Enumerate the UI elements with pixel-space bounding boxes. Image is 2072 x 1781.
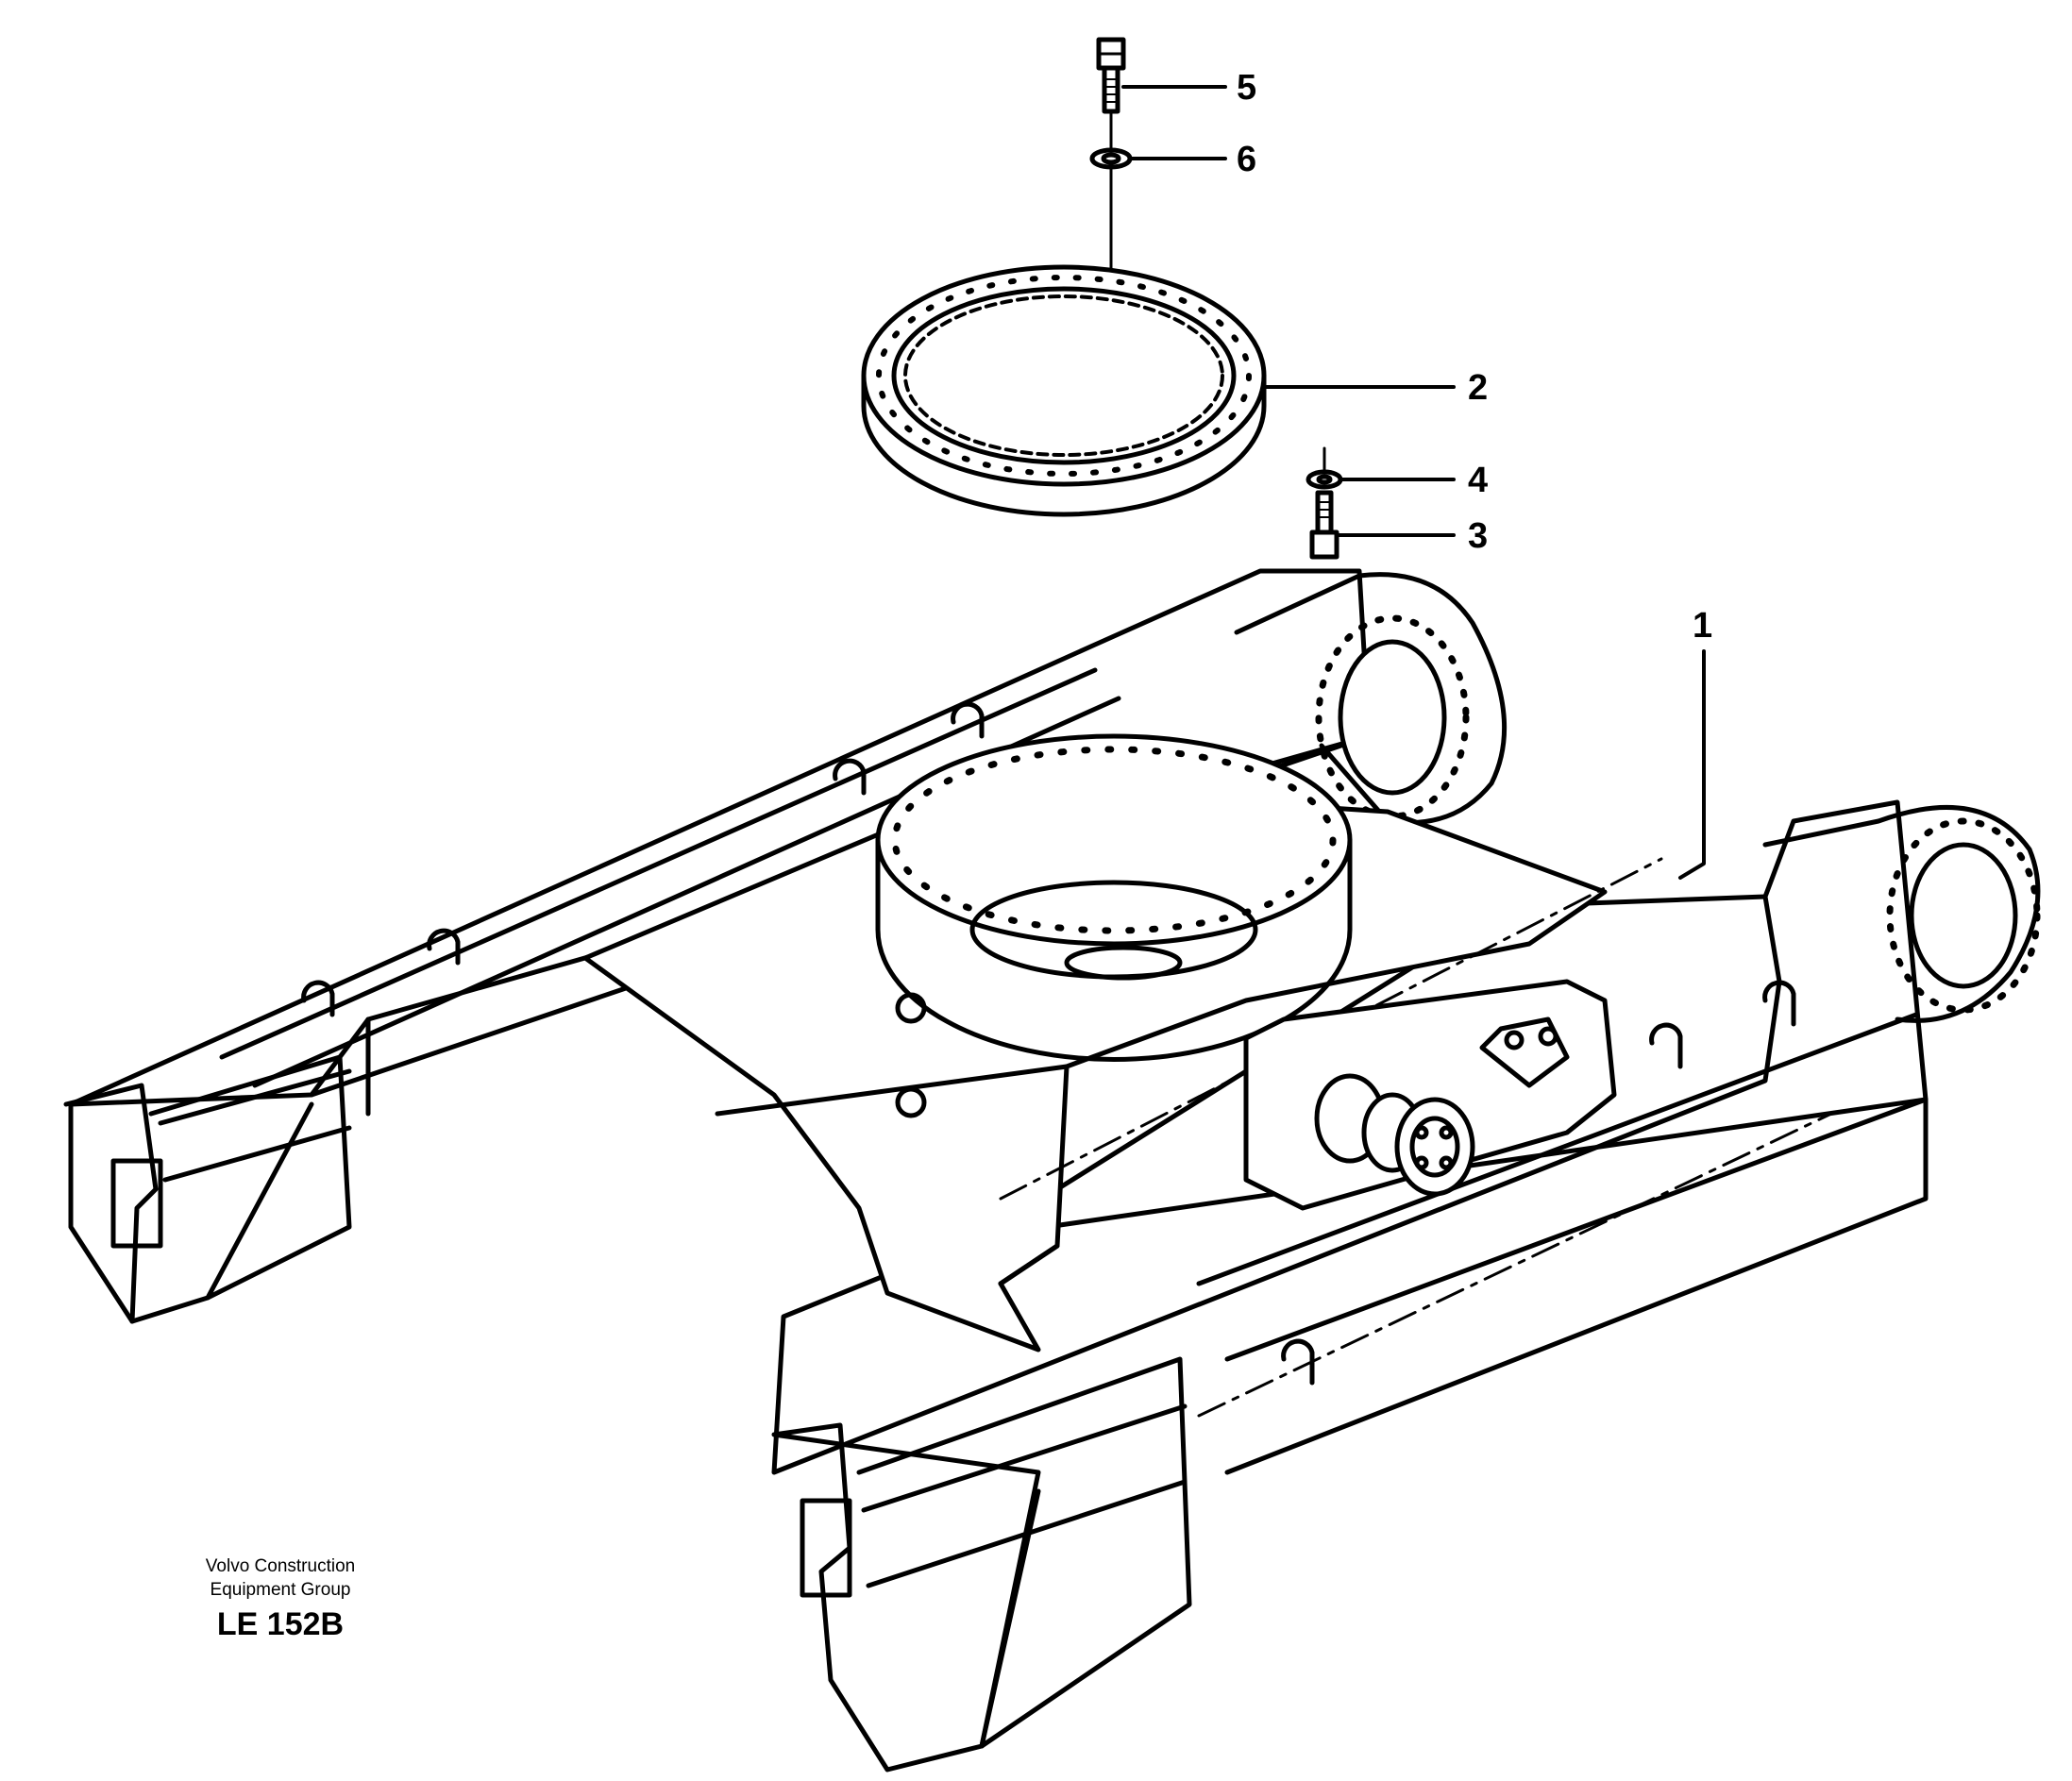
- callout-label-3: 3: [1468, 516, 1489, 556]
- upper-bolt-part-5[interactable]: [1096, 37, 1126, 114]
- leader-line-1: [1678, 649, 1706, 880]
- company-name-line-2: Equipment Group: [210, 1580, 351, 1600]
- drawing-code: LE 152B: [216, 1606, 345, 1642]
- callout-label-2: 2: [1468, 368, 1489, 408]
- callout-label-5: 5: [1237, 68, 1257, 108]
- callout-label-6: 6: [1237, 140, 1257, 179]
- lower-washer-part-4[interactable]: [1306, 469, 1343, 490]
- track-roller: [1243, 979, 1617, 1211]
- undercarriage-frame-part-1[interactable]: [63, 568, 2041, 1773]
- callout-label-1: 1: [1693, 606, 1713, 646]
- slewing-ring-part-2[interactable]: [861, 264, 1267, 517]
- company-name-line-1: Volvo Construction: [205, 1556, 356, 1576]
- upper-washer-part-6[interactable]: [1089, 147, 1133, 170]
- lower-bolt-part-3[interactable]: [1309, 490, 1339, 560]
- callout-label-4: 4: [1468, 461, 1489, 500]
